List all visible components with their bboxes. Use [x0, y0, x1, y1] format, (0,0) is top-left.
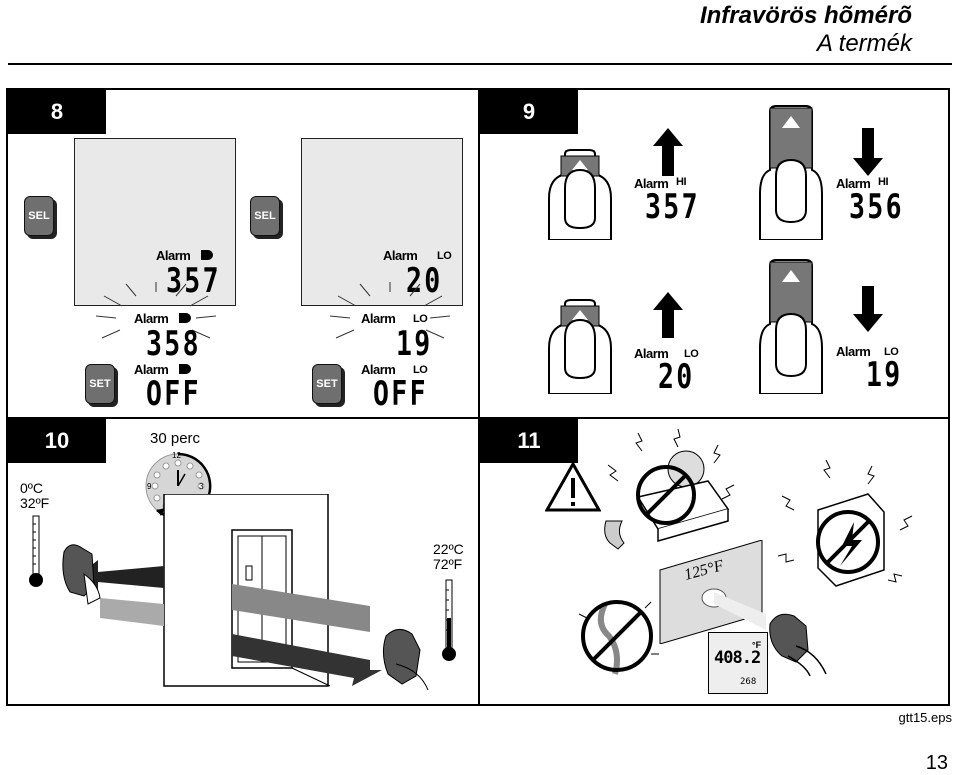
room-transition-illustration: [62, 494, 429, 691]
target-surface-panel: [659, 540, 766, 644]
flash-rays-right-icon: [330, 282, 450, 339]
hi-indicator-icon: [179, 364, 191, 374]
figure-caption: gtt15.eps: [898, 710, 953, 725]
p8-left-mid-label: Alarm: [134, 311, 169, 326]
clock-num-9: 9: [147, 482, 152, 491]
p8-right-top-value: 20: [406, 261, 443, 301]
thermometer-warm-icon: [442, 579, 456, 661]
panel-11-badge: 11: [480, 419, 578, 463]
page-number: 13: [925, 752, 948, 774]
p9-r2-tag: HI: [878, 176, 889, 188]
header-rule: [8, 63, 952, 65]
finger-press-up-button-icon: [548, 149, 612, 240]
hi-indicator-icon: [201, 250, 213, 260]
p9-r4-tag: LO: [884, 346, 899, 358]
figure-divider-vertical: [478, 88, 480, 706]
arrow-up-icon: [653, 292, 683, 338]
p8-left-top-label: Alarm: [156, 248, 191, 263]
panel-8-badge: 8: [8, 90, 106, 134]
sel-button-left[interactable]: SEL: [24, 196, 54, 236]
p9-r4-label: Alarm: [836, 344, 871, 359]
p9-r3-tag: LO: [684, 348, 699, 360]
p8-right-bot-tag: LO: [413, 364, 428, 376]
finger-press-up-button-icon: [548, 299, 612, 394]
arrow-down-icon: [853, 286, 883, 332]
warning-triangle-icon: [545, 462, 601, 512]
thermometer-cold-icon: [29, 515, 43, 587]
p9-r2-value: 356: [849, 187, 904, 227]
panel-10-badge: 10: [8, 419, 106, 463]
p8-right-mid-tag: LO: [413, 313, 428, 325]
display-small-reading: 268: [740, 677, 757, 687]
header-subtitle: A termék: [816, 30, 912, 57]
display-reading: 408.2: [714, 648, 761, 668]
thermometer-display-screen: [708, 632, 768, 694]
p9-r3-value: 20: [658, 357, 695, 397]
cold-temp-c: 0ºC: [20, 480, 44, 496]
arrow-down-icon: [853, 128, 883, 176]
ir-thermometer-hand-icon: [769, 613, 827, 676]
p8-left-bot-value: OFF: [146, 374, 201, 414]
warm-temp-c: 22ºC: [433, 541, 464, 557]
panel-8-lcd-left: [74, 138, 236, 306]
p9-r1-label: Alarm: [634, 176, 669, 191]
panel-8-lcd-right: [301, 138, 463, 306]
p8-right-bot-label: Alarm: [361, 362, 396, 377]
clock-num-12: 12: [172, 451, 181, 460]
p9-r2-label: Alarm: [836, 176, 871, 191]
p8-right-mid-value: 19: [396, 324, 433, 364]
panel-9-badge: 9: [480, 90, 578, 134]
electrical-interference-prohibited-icon: [777, 459, 913, 587]
set-button-right[interactable]: SET: [312, 364, 342, 404]
p8-right-top-tag: LO: [437, 250, 452, 262]
p8-left-top-value: 357: [166, 261, 221, 301]
hi-indicator-icon: [179, 313, 191, 323]
p9-r4-value: 19: [866, 355, 903, 395]
cold-temp-f: 32ºF: [20, 495, 50, 511]
arrow-up-icon: [653, 128, 683, 176]
microwave-prohibited-icon: [604, 428, 735, 550]
p9-r1-value: 357: [645, 187, 700, 227]
finger-press-up-button-large-icon: [759, 105, 823, 240]
p8-left-mid-value: 358: [146, 324, 201, 364]
finger-press-up-button-large-icon: [759, 259, 823, 394]
p9-r3-label: Alarm: [634, 346, 669, 361]
p9-r1-tag: HI: [676, 176, 687, 188]
flash-rays-left-icon: [96, 282, 216, 339]
warm-temp-f: 72ºF: [433, 556, 463, 572]
clock-num-3: 3: [199, 482, 204, 491]
p8-left-bot-label: Alarm: [134, 362, 169, 377]
p8-right-bot-value: OFF: [373, 374, 428, 414]
sel-button-right[interactable]: SEL: [250, 196, 280, 236]
p8-right-top-label: Alarm: [383, 248, 418, 263]
set-button-left[interactable]: SET: [85, 364, 115, 404]
steam-prohibited-icon: [578, 600, 659, 675]
figure-divider-horizontal: [6, 417, 950, 419]
header-title: Infravörös hõmérõ: [699, 2, 912, 29]
display-unit: °F: [752, 640, 762, 650]
duration-label: 30 perc: [150, 430, 201, 447]
p8-right-mid-label: Alarm: [361, 311, 396, 326]
